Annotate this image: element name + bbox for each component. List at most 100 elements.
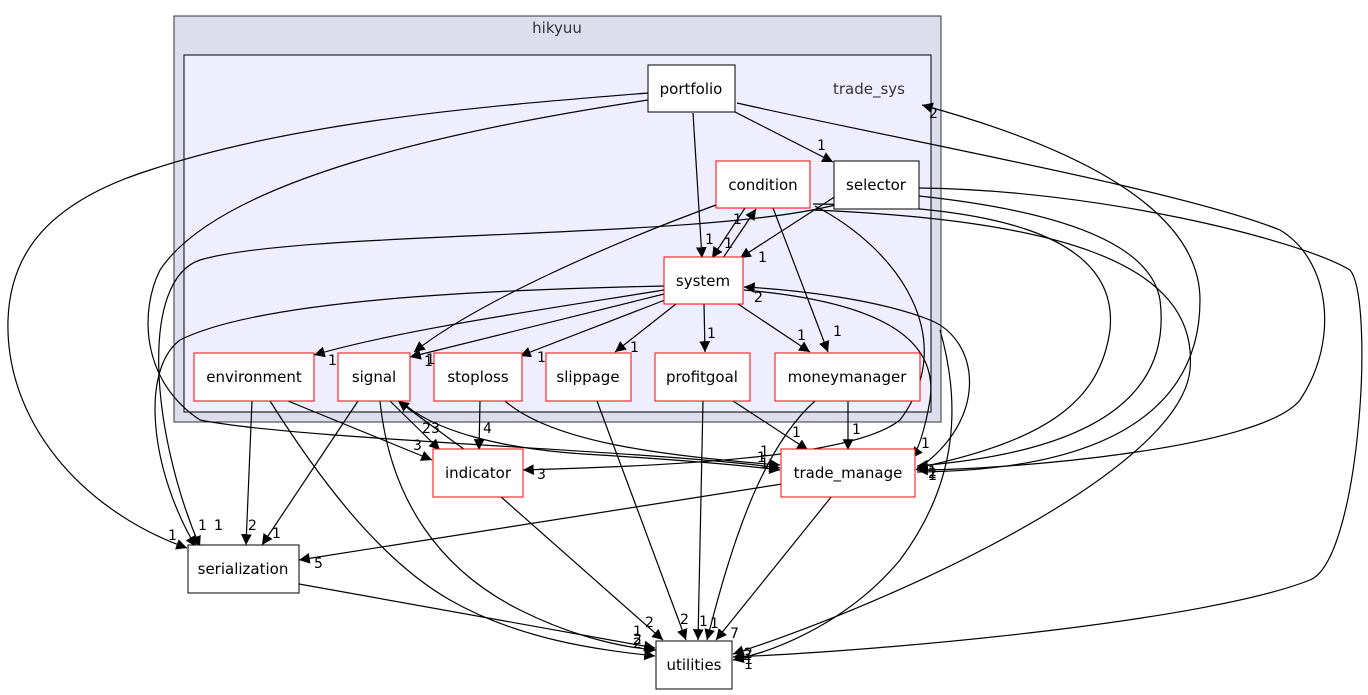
edge-system-slippage <box>614 303 677 353</box>
node-slippage[interactable]: slippage <box>545 352 632 402</box>
edge-condition-indicator <box>522 205 925 476</box>
node-environment-label: environment <box>206 368 302 386</box>
edge-condition-utilities <box>732 209 1192 656</box>
edge-selector-serialization <box>158 204 836 548</box>
edge-trade-manage-system <box>743 282 970 471</box>
edge-label: 1 <box>817 138 826 154</box>
edge-signal-utilities <box>379 400 657 655</box>
node-indicator[interactable]: indicator <box>432 448 524 498</box>
node-portfolio[interactable]: portfolio <box>647 64 736 113</box>
edge-serialization-utilities <box>298 583 656 652</box>
node-stoploss-label: stoploss <box>447 368 509 386</box>
edge-system-serialization <box>154 285 665 548</box>
edge-label: 3 <box>431 421 440 437</box>
node-environment[interactable]: environment <box>193 352 315 402</box>
edge-stoploss-indicator <box>473 400 485 451</box>
edge-label: 3 <box>413 438 422 454</box>
edge-label: 2 <box>680 612 689 628</box>
edge-label: 1 <box>852 422 861 438</box>
edge-label: 1 <box>760 456 769 472</box>
edge-label: 1 <box>168 528 177 544</box>
edge-label: 1 <box>633 624 642 640</box>
edge-label: 7 <box>730 626 739 642</box>
node-serialization-label: serialization <box>198 560 289 578</box>
node-profitgoal-label: profitgoal <box>666 368 738 386</box>
edge-label: 1 <box>707 326 716 342</box>
node-system[interactable]: system <box>663 256 744 305</box>
edge-label: 1 <box>710 616 719 632</box>
edge-label: 1 <box>792 425 801 441</box>
edge-system-trade-manage <box>743 289 932 459</box>
node-selector[interactable]: selector <box>833 160 920 210</box>
node-condition[interactable]: condition <box>715 160 811 209</box>
edge-label: 1 <box>214 518 223 534</box>
cluster-trade-sys-label: trade_sys <box>833 80 905 99</box>
edge-moneymanager-utilities <box>704 400 816 641</box>
edge-profitgoal-utilities <box>692 400 704 641</box>
edge-selector-system <box>739 195 837 259</box>
edge-label: 1 <box>198 518 207 534</box>
edge-label: 1 <box>757 450 766 466</box>
edge-label: 1 <box>797 328 806 344</box>
edge-environment-serialization <box>241 400 253 546</box>
edge-portfolio-system <box>692 112 707 259</box>
edge-label: 1 <box>214 518 223 534</box>
node-utilities-label: utilities <box>667 656 722 674</box>
edge-portfolio-trade-manage <box>736 102 1326 476</box>
node-stoploss[interactable]: stoploss <box>433 352 523 402</box>
edge-label: 1 <box>744 657 753 673</box>
node-indicator-label: indicator <box>445 464 512 482</box>
node-serialization[interactable]: serialization <box>187 544 300 594</box>
cluster-hikyuu-label: hikyuu <box>532 19 582 37</box>
edge-system-profitgoal <box>699 303 711 353</box>
node-system-label: system <box>676 272 730 290</box>
edge-label: 1 <box>928 468 937 484</box>
node-trade-manage-label: trade_manage <box>794 464 903 483</box>
edge-label: 1 <box>760 444 769 460</box>
edge-label: 1 <box>699 614 708 630</box>
edge-portfolio-trade-manage-2 <box>147 99 781 472</box>
edge-signal-serialization <box>261 400 359 546</box>
node-selector-label: selector <box>846 176 907 194</box>
edge-system-environment <box>313 289 665 358</box>
edge-indicator-signal <box>397 400 466 451</box>
edge-label: 1 <box>426 352 435 368</box>
edge-label: 1 <box>921 436 930 452</box>
edge-portfolio-serialization <box>7 92 649 550</box>
edges <box>7 92 1363 664</box>
nodes: portfolio selector condition system envi… <box>187 64 921 690</box>
edge-label: 2 <box>248 518 257 534</box>
edge-label: 1 <box>928 464 937 480</box>
edge-label: 1 <box>758 250 767 266</box>
edge-system-stoploss <box>519 299 666 358</box>
node-trade-manage[interactable]: trade_manage <box>780 448 916 498</box>
edge-selector-utilities <box>732 187 1363 662</box>
edge-slippage-utilities <box>596 400 688 641</box>
node-portfolio-label: portfolio <box>660 80 723 98</box>
edge-label: 1 <box>328 353 337 369</box>
edge-trade-manage-utilities <box>715 495 833 641</box>
edge-label: 3 <box>537 467 546 483</box>
node-condition-label: condition <box>728 176 797 194</box>
edge-label: 2 <box>422 421 431 437</box>
edge-label: 1 <box>705 232 714 248</box>
edge-label: 1 <box>928 468 937 484</box>
edge-environment-utilities <box>269 400 656 661</box>
edge-system-condition <box>722 208 757 259</box>
edge-stoploss-trade-manage <box>504 400 781 470</box>
node-signal[interactable]: signal <box>337 352 411 402</box>
edge-label: 2 <box>754 290 763 306</box>
edge-label: 1 <box>424 354 433 370</box>
node-moneymanager[interactable]: moneymanager <box>774 352 921 402</box>
node-moneymanager-label: moneymanager <box>788 368 908 386</box>
node-utilities[interactable]: utilities <box>655 640 733 690</box>
edge-label: 2 <box>744 646 753 662</box>
edge-label: 2 <box>743 648 752 664</box>
edge-condition-system <box>711 207 746 259</box>
edge-system-signal <box>409 293 665 360</box>
edge-system-moneymanager <box>737 303 811 353</box>
edge-condition-signal <box>413 204 717 353</box>
edge-trade-manage-serialization <box>298 483 783 564</box>
node-profitgoal[interactable]: profitgoal <box>654 352 751 402</box>
